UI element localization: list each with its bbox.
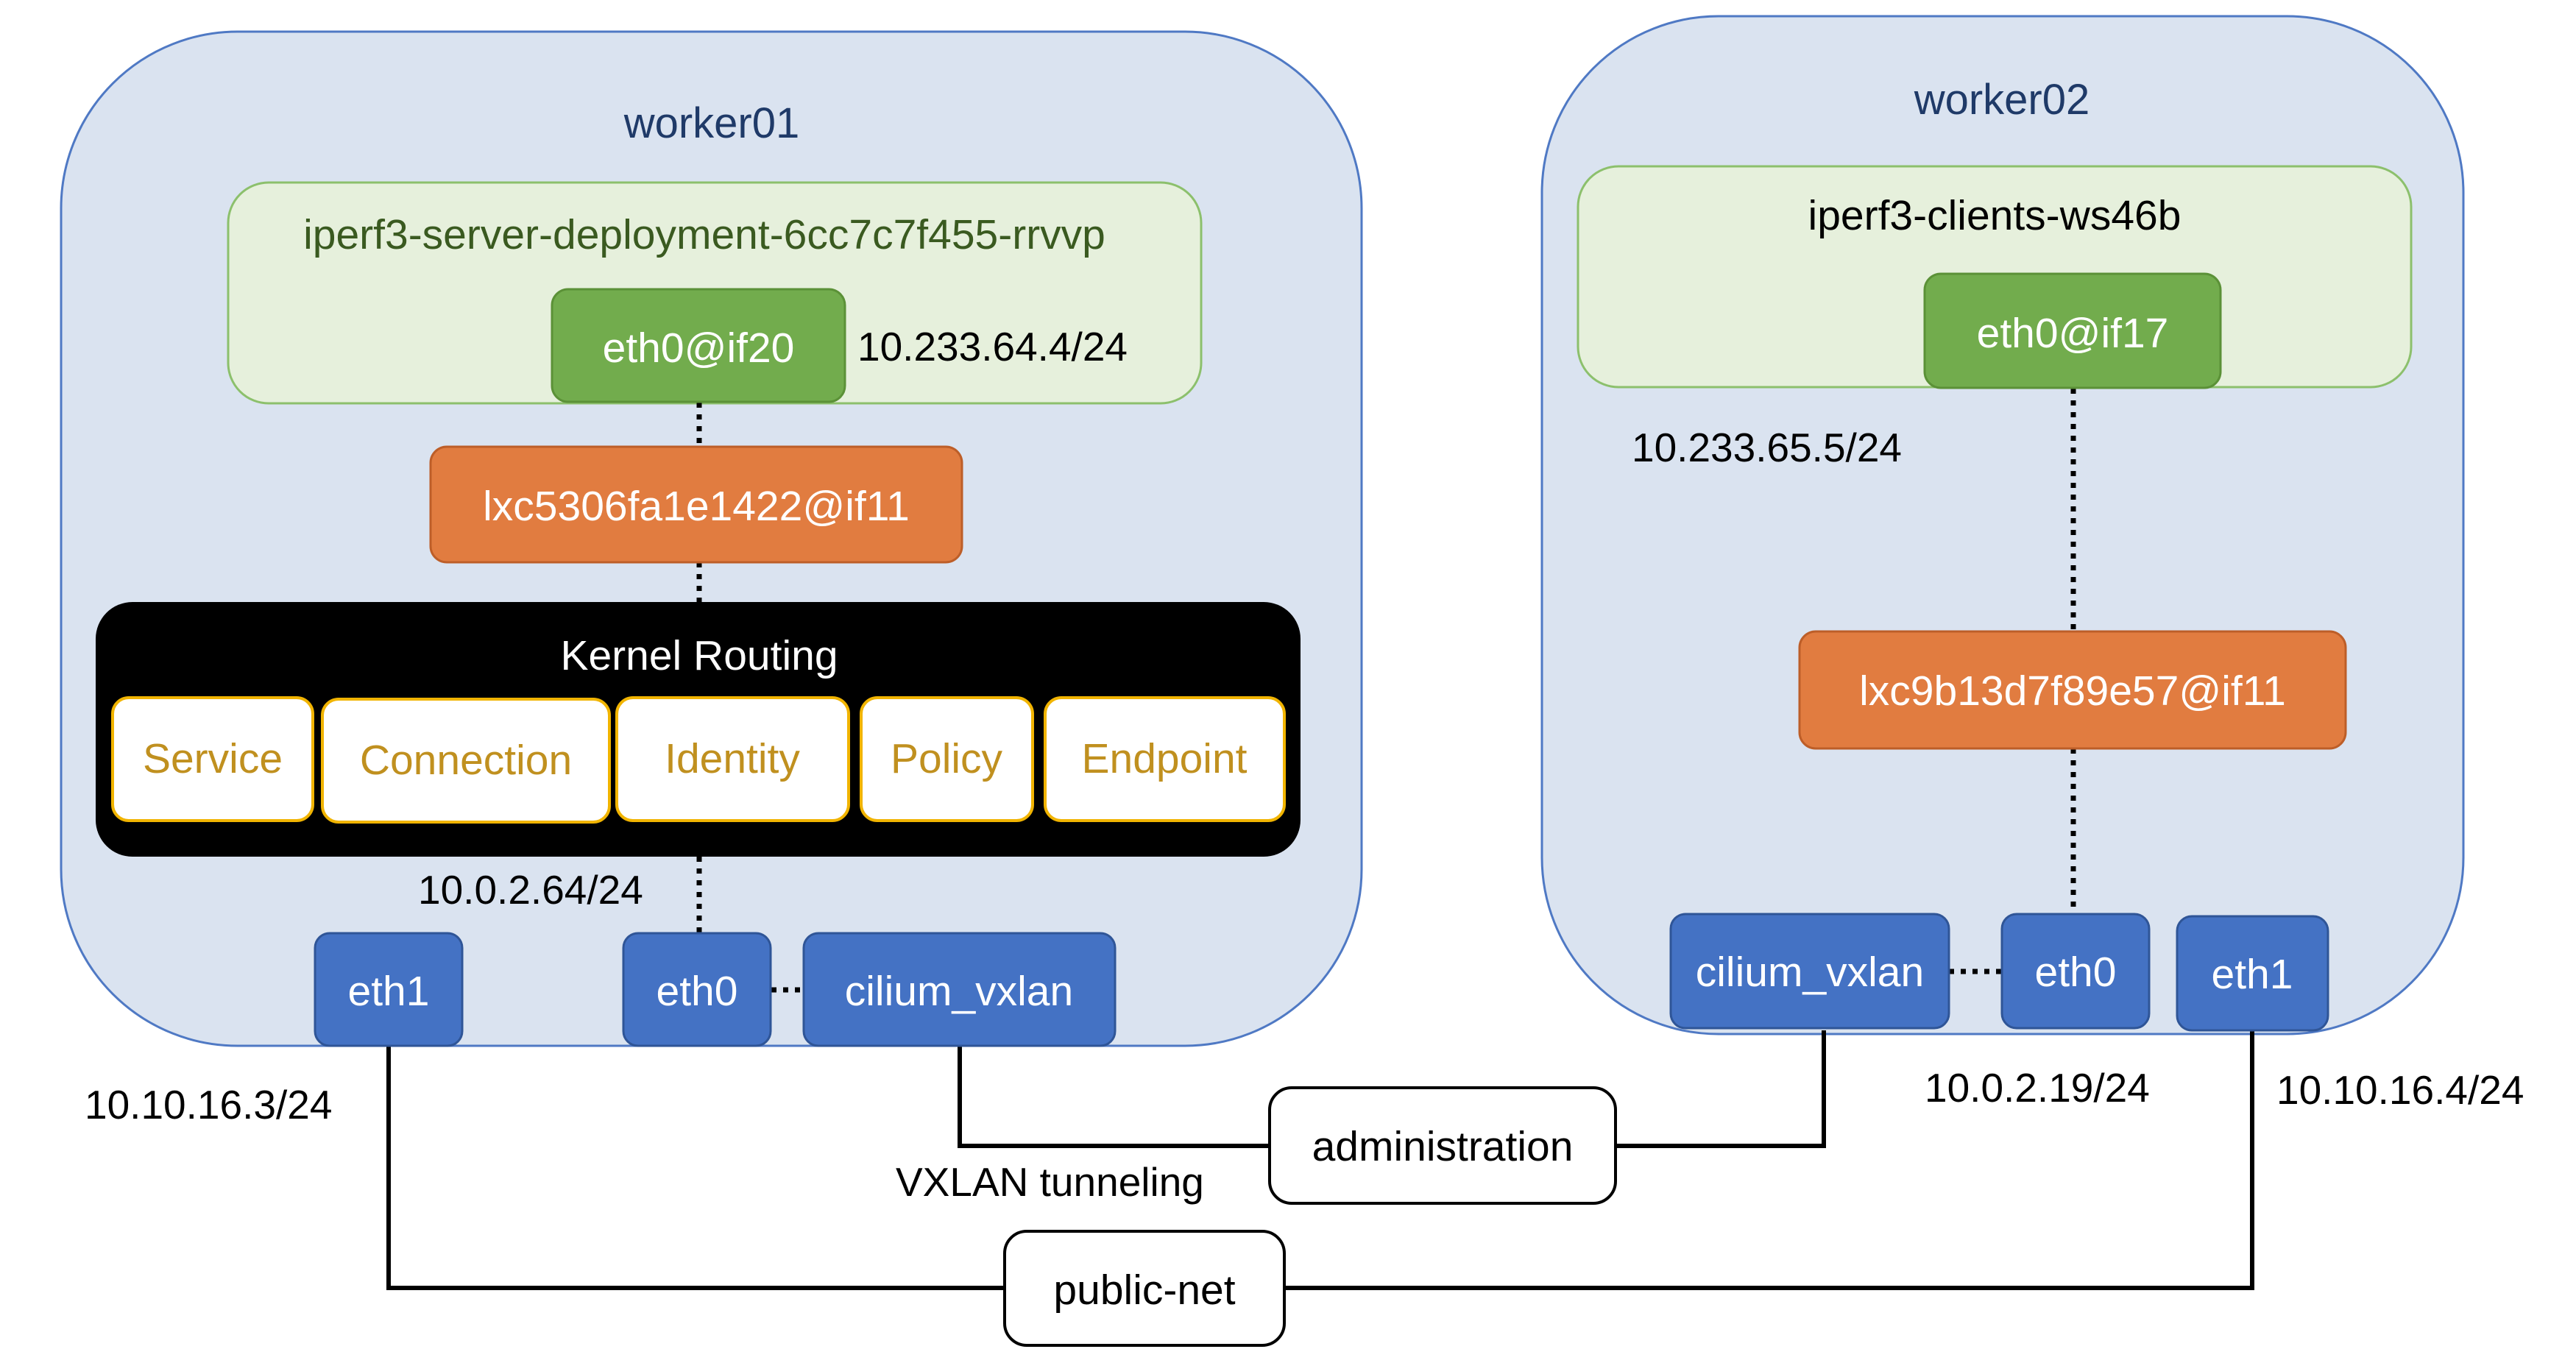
dotted-links bbox=[696, 389, 2076, 993]
worker01-eth1-label: eth1 bbox=[348, 968, 430, 1015]
worker02-eth1-ip: 10.10.16.4/24 bbox=[2276, 1067, 2524, 1113]
w2-eth1-public-link bbox=[1284, 1030, 2254, 1290]
module-policy bbox=[860, 696, 1034, 822]
worker01-pod-eth0 bbox=[551, 288, 846, 403]
worker02-pod-ip: 10.233.65.5/24 bbox=[1632, 425, 1902, 470]
worker02-title: worker02 bbox=[1914, 76, 2090, 124]
worker02-eth0-label: eth0 bbox=[2035, 949, 2117, 996]
worker01-pod-eth0-label: eth0@if20 bbox=[603, 325, 795, 372]
administration-network-label: administration bbox=[1312, 1123, 1574, 1170]
module-service bbox=[111, 696, 314, 822]
administration-network bbox=[1268, 1086, 1617, 1205]
worker01-pod-ip: 10.233.64.4/24 bbox=[857, 324, 1128, 369]
module-service-label: Service bbox=[143, 735, 283, 782]
worker02-eth1-label: eth1 bbox=[2212, 951, 2293, 998]
worker02-pod-eth0 bbox=[1923, 272, 2222, 389]
worker02-eth0 bbox=[2000, 913, 2151, 1030]
worker01-eth1-ip: 10.10.16.3/24 bbox=[85, 1082, 332, 1127]
module-identity bbox=[615, 696, 850, 822]
worker01-eth1 bbox=[314, 932, 464, 1047]
worker01-lxc bbox=[429, 445, 963, 564]
worker02-vxlan-label: cilium_vxlan bbox=[1696, 949, 1924, 996]
public-net-network-label: public-net bbox=[1053, 1267, 1235, 1314]
worker02-vxlan bbox=[1669, 913, 1950, 1030]
worker01-eth0-ip: 10.0.2.64/24 bbox=[418, 867, 643, 913]
worker01-title: worker01 bbox=[623, 99, 800, 147]
worker02-pod-eth0-label: eth0@if17 bbox=[1977, 310, 2169, 357]
module-connection bbox=[321, 698, 611, 824]
worker02-pod-name: iperf3-clients-ws46b bbox=[1808, 192, 2182, 239]
worker01-lxc-label: lxc5306fa1e1422@if11 bbox=[483, 483, 910, 530]
worker01-vxlan bbox=[802, 932, 1117, 1047]
module-identity-label: Identity bbox=[665, 735, 800, 782]
module-connection-label: Connection bbox=[360, 737, 572, 784]
w2-vxlan-admin-link bbox=[1616, 1030, 1826, 1148]
module-endpoint bbox=[1044, 696, 1286, 822]
worker02-eth0-ip: 10.0.2.19/24 bbox=[1925, 1065, 2150, 1111]
kernel-routing-title: Kernel Routing bbox=[560, 632, 838, 679]
kernel-modules: Service Connection Identity Policy Endpo… bbox=[111, 696, 1286, 824]
module-endpoint-label: Endpoint bbox=[1081, 735, 1247, 782]
w1-eth1-public-link bbox=[386, 1045, 1005, 1290]
solid-links bbox=[386, 1030, 2254, 1290]
worker02-lxc bbox=[1798, 630, 2347, 750]
vxlan-tunneling-label: VXLAN tunneling bbox=[896, 1159, 1204, 1205]
worker01-eth0-label: eth0 bbox=[657, 968, 738, 1015]
worker02-eth1 bbox=[2176, 915, 2329, 1032]
worker02-lxc-label: lxc9b13d7f89e57@if11 bbox=[1859, 668, 2286, 715]
worker01-vxlan-label: cilium_vxlan bbox=[845, 968, 1073, 1015]
worker01-eth0 bbox=[622, 932, 772, 1047]
module-policy-label: Policy bbox=[891, 735, 1003, 782]
worker01-pod-name: iperf3-server-deployment-6cc7c7f455-rrvv… bbox=[303, 211, 1105, 258]
w1-vxlan-admin-link bbox=[958, 1047, 1270, 1148]
public-net-network bbox=[1003, 1230, 1286, 1347]
